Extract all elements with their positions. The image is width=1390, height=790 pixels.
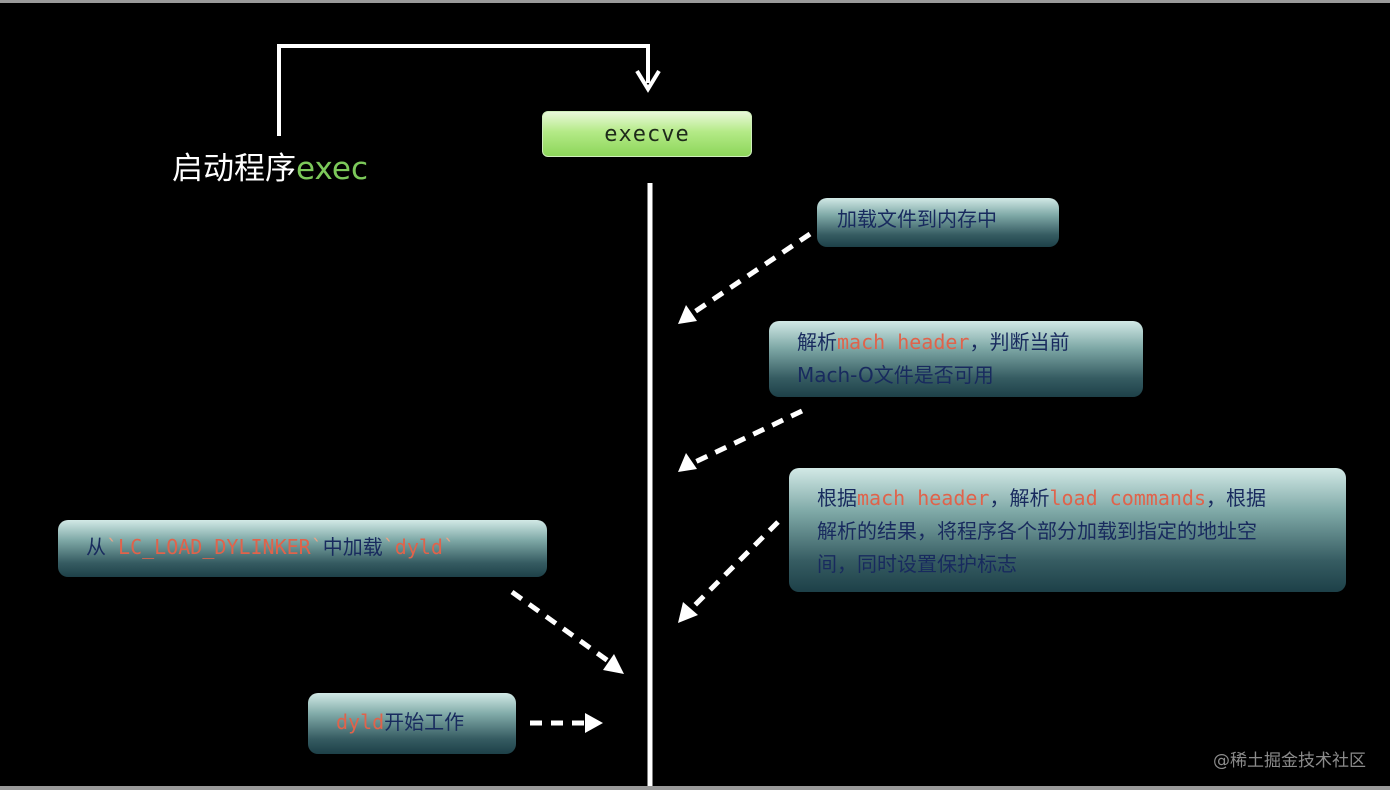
step-parse-commands-line3: 间，同时设置保护标志 — [817, 552, 1017, 576]
dashed-arrow-load-dyld — [510, 589, 613, 666]
arrowhead-parse-header — [678, 453, 697, 472]
dashed-arrow-parse-commands — [687, 520, 780, 613]
step-parse-header: 解析mach header，判断当前 Mach-O文件是否可用 — [769, 321, 1143, 397]
step-load-file-text: 加载文件到内存中 — [837, 207, 997, 231]
text-fragment: 解析 — [797, 330, 837, 354]
code-load-commands: load commands — [1049, 486, 1206, 510]
step-parse-header-line2: Mach-O文件是否可用 — [797, 363, 994, 387]
step-parse-commands-line2: 解析的结果，将程序各个部分加载到指定的地址空 — [817, 519, 1257, 543]
code-dyld: dyld — [336, 710, 385, 734]
watermark: @稀土掘金技术社区 — [1213, 751, 1366, 771]
start-connector-arrowhead — [635, 69, 661, 93]
execve-box: execve — [542, 111, 752, 157]
backtick: ` — [310, 535, 323, 559]
code-mach-header: mach header — [857, 486, 990, 510]
text-fragment: 开始工作 — [384, 710, 465, 734]
backtick: ` — [382, 535, 395, 559]
text-fragment: ，解析 — [989, 486, 1050, 510]
text-fragment: ，根据 — [1206, 486, 1266, 510]
code-lc-load-dylinker: LC_LOAD_DYLINKER — [118, 535, 311, 559]
backtick: ` — [106, 535, 119, 559]
start-connector-line — [277, 44, 650, 136]
step-parse-load-commands: 根据mach header，解析load commands，根据 解析的结果，将… — [789, 468, 1346, 592]
step-parse-header-line1: 解析mach header，判断当前 — [797, 326, 1119, 359]
code-mach-header: mach header — [837, 330, 970, 354]
execve-label: execve — [604, 121, 690, 147]
arrowhead-load-file — [678, 305, 697, 324]
text-fragment: 从 — [86, 535, 106, 559]
backtick: ` — [442, 535, 456, 559]
title-prefix: 启动程序 — [172, 151, 296, 187]
step-dyld-start: dyld开始工作 — [308, 693, 516, 754]
text-fragment: ，判断当前 — [969, 330, 1070, 354]
connector-layer — [277, 44, 812, 786]
start-program-title: 启动程序exec — [172, 143, 368, 188]
arrowhead-dyld-start — [585, 713, 603, 733]
code-dyld: dyld — [394, 535, 443, 559]
text-fragment: 根据 — [817, 486, 857, 510]
dashed-arrow-parse-header — [689, 408, 804, 467]
text-fragment: 中加载 — [322, 535, 383, 559]
step-load-dyld: 从`LC_LOAD_DYLINKER`中加载`dyld` — [58, 520, 547, 577]
arrowhead-parse-commands — [678, 602, 698, 623]
title-keyword: exec — [296, 151, 369, 187]
step-load-file: 加载文件到内存中 — [817, 198, 1059, 247]
dashed-arrow-load-file — [688, 231, 812, 318]
arrowhead-load-dyld — [603, 654, 624, 674]
step-parse-commands-line1: 根据mach header，解析load commands，根据 — [817, 482, 1326, 515]
